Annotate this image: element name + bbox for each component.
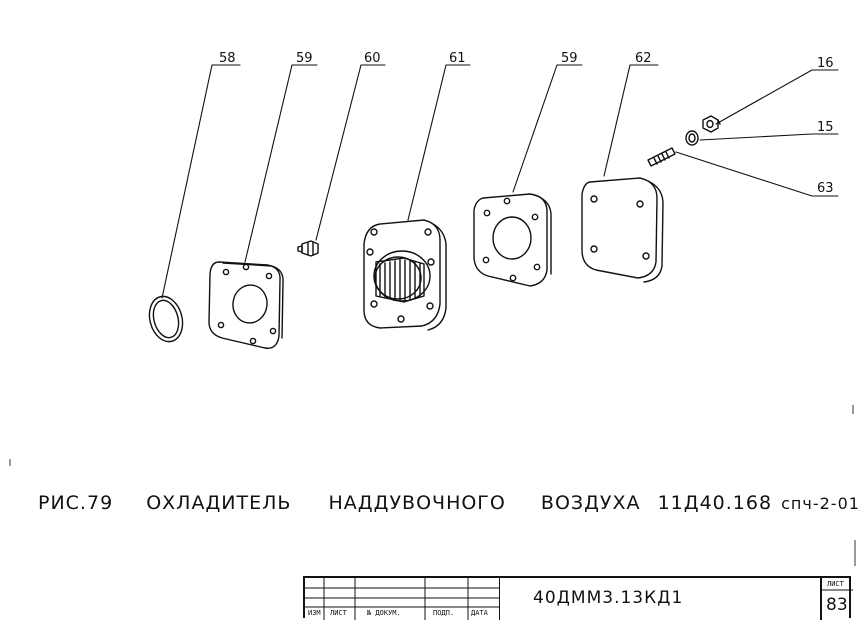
part-16-nut bbox=[702, 115, 721, 133]
callout-61: 61 bbox=[449, 51, 466, 66]
caption-suffix: спч-2-01 bbox=[781, 494, 860, 513]
title-sheet-label: ЛИСТ bbox=[827, 580, 844, 588]
part-63-stud bbox=[647, 147, 676, 167]
caption-figure-number: РИС.79 bbox=[38, 492, 114, 514]
callout-15: 15 bbox=[817, 120, 834, 135]
part-58-o-ring bbox=[148, 295, 184, 343]
title-col-data: ДАТА bbox=[471, 609, 488, 617]
caption-word-3: ВОЗДУХА bbox=[540, 492, 641, 514]
callout-58: 58 bbox=[219, 51, 236, 66]
caption-word-1: ОХЛАДИТЕЛЬ bbox=[146, 492, 292, 514]
callout-60: 60 bbox=[364, 51, 381, 66]
caption-word-2: НАДДУВОЧНОГО bbox=[328, 492, 506, 514]
title-col-podp: ПОДП. bbox=[433, 609, 455, 617]
title-document-code: 40ДММ3.13КД1 bbox=[533, 588, 684, 608]
title-col-izm: ИЗМ bbox=[308, 609, 321, 617]
leader-lines bbox=[161, 64, 839, 299]
callout-62: 62 bbox=[635, 51, 652, 66]
part-59-gasket-right bbox=[473, 193, 552, 287]
figure-caption: РИС.79 ОХЛАДИТЕЛЬ НАДДУВОЧНОГО ВОЗДУХА 1… bbox=[38, 492, 860, 514]
title-sheet-cell bbox=[820, 578, 853, 620]
caption-part-code: 11Д40.168 bbox=[657, 492, 773, 514]
part-15-washer bbox=[685, 130, 699, 146]
callout-59-right: 59 bbox=[561, 51, 578, 66]
callout-16: 16 bbox=[817, 56, 834, 71]
title-block: ИЗМ ЛИСТ № ДОКУМ. ПОДП. ДАТА 40ДММ3.13КД… bbox=[303, 576, 853, 620]
part-62-cover-plate bbox=[581, 177, 664, 283]
title-block-grid bbox=[305, 578, 500, 620]
title-col-doc: № ДОКУМ. bbox=[367, 609, 401, 617]
callout-63: 63 bbox=[817, 181, 834, 196]
title-col-list: ЛИСТ bbox=[330, 609, 347, 617]
part-60-fitting bbox=[297, 240, 319, 257]
title-sheet-number: 83 bbox=[826, 595, 848, 615]
part-59-gasket-left bbox=[208, 261, 284, 349]
callout-59-left: 59 bbox=[296, 51, 313, 66]
part-61-housing-flange bbox=[363, 219, 447, 331]
